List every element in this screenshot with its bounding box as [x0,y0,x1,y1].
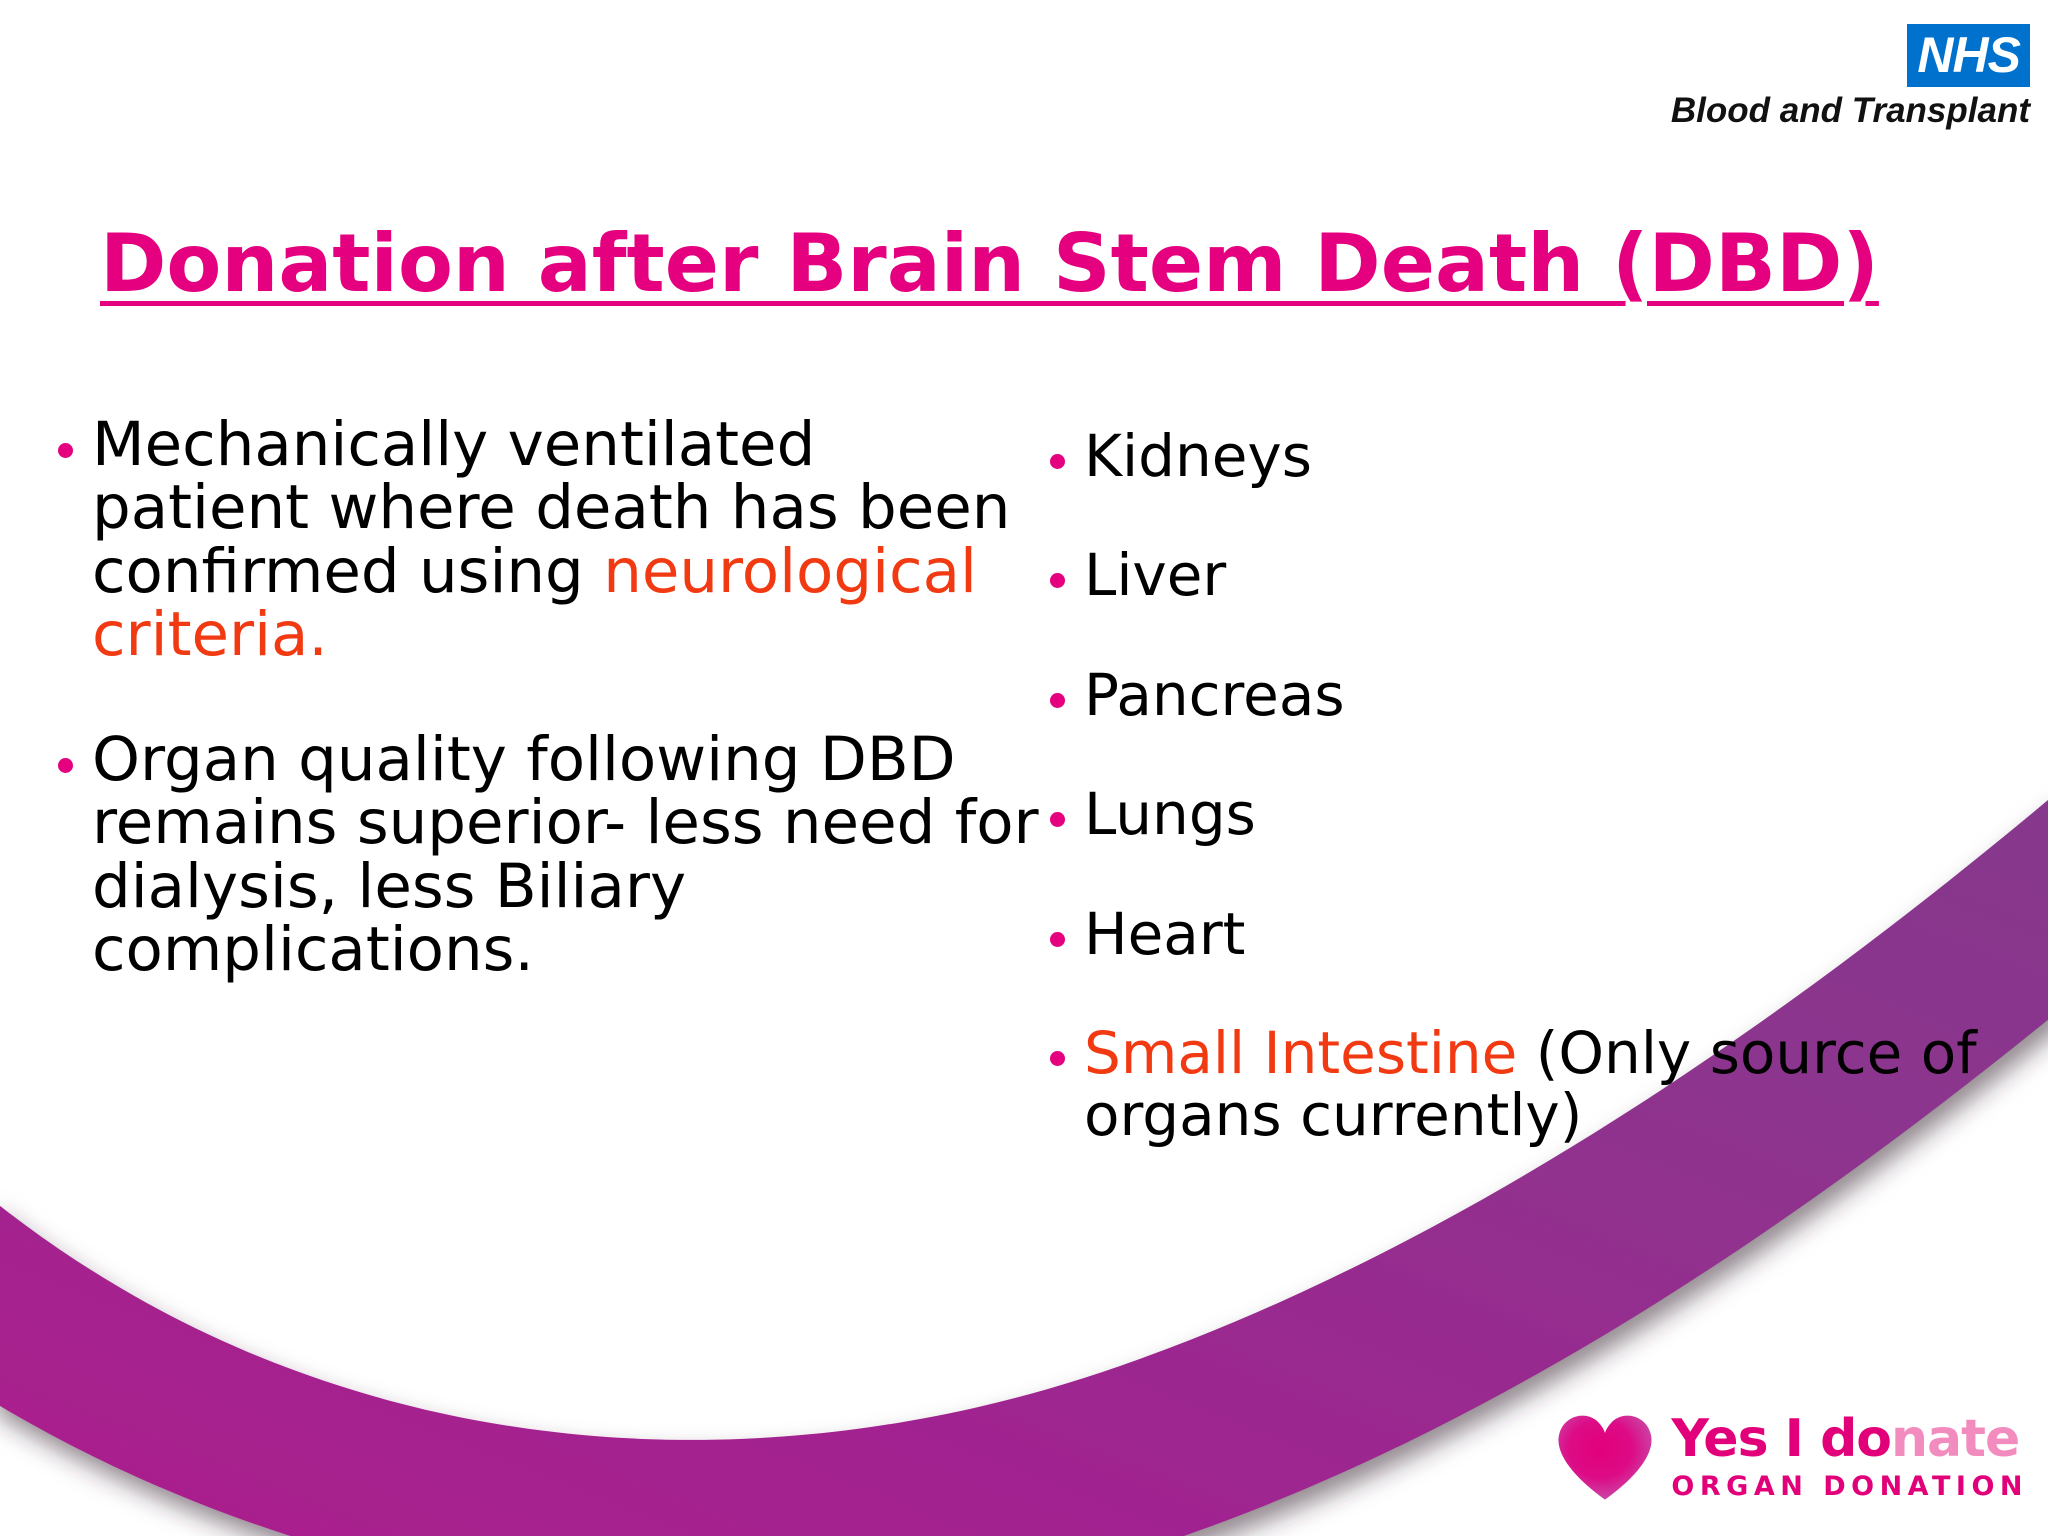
page-title: Donation after Brain Stem Death (DBD) [100,216,1879,310]
yes-i-donate-line1: Yes I donate [1671,1413,2028,1465]
bullet-item: Kidneys [1032,425,2032,487]
left-bullet-column: Mechanically ventilated patient where de… [40,352,1040,1030]
yes-i-donate-wordmark: Yes I donate ORGAN DONATION [1671,1413,2028,1500]
nhs-blood-and-transplant-logo: NHS Blood and Transplant [1610,24,2030,128]
bullet-item: Heart [1032,903,2032,965]
bullet-text: Kidneys [1084,422,1312,490]
bullet-text: Mechanically ventilated patient where de… [92,409,1011,607]
bullet-item: Organ quality following DBD remains supe… [40,727,1040,982]
yes-i-donate-logo: Yes I donate ORGAN DONATION [1553,1408,2028,1504]
bullet-highlight-text: Small Intestine [1084,1019,1518,1088]
yes-i-donate-line1-part2: nate [1891,1408,2020,1469]
bullet-text: Liver [1084,541,1227,610]
bullet-text: Lungs [1084,780,1256,849]
bullet-item: Mechanically ventilated patient where de… [40,413,1040,667]
bullet-item: Lungs [1032,784,2032,845]
bullet-text: Heart [1084,899,1246,968]
nhs-subtitle: Blood and Transplant [1670,91,2030,130]
yes-i-donate-line1-part1: Yes I do [1671,1408,1892,1469]
yes-i-donate-line2: ORGAN DONATION [1671,1470,2028,1502]
nhs-badge: NHS [1907,24,2030,87]
bullet-text: Pancreas [1084,660,1345,729]
bullet-item: Liver [1032,545,2032,606]
heart-icon [1558,1415,1652,1500]
bullet-item: Pancreas [1032,664,2032,726]
bullet-text: Organ quality following DBD remains supe… [92,723,1039,986]
bullet-highlight-text: neurological criteria. [92,535,977,671]
bullet-item: Small Intestine (Only source of organs c… [1032,1022,2032,1146]
